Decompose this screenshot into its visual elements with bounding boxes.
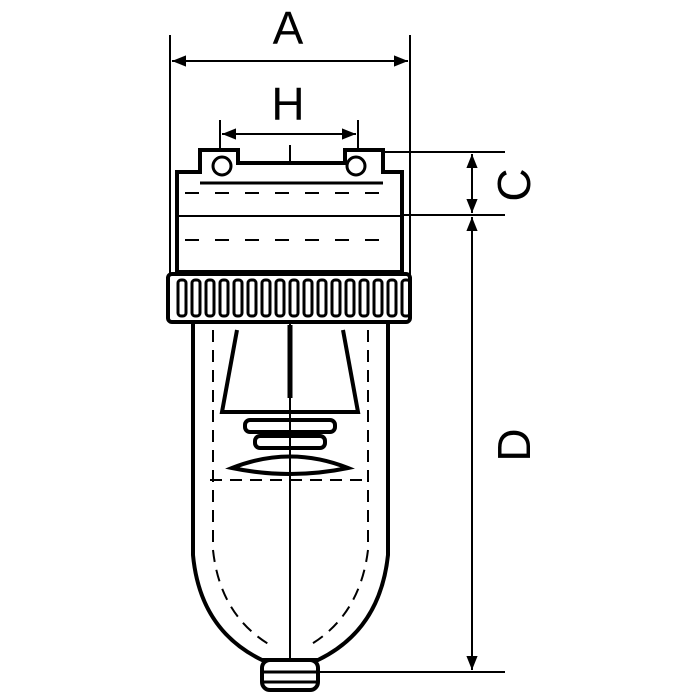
dimension-h-label: H	[271, 78, 304, 130]
knurl-rib	[400, 278, 412, 318]
knurl-rib	[218, 278, 230, 318]
knurl-rib	[246, 278, 258, 318]
dimension-c	[383, 151, 505, 216]
drain-valve	[260, 658, 320, 692]
dimension-d	[320, 217, 505, 673]
knurl-rib	[358, 278, 370, 318]
knurl-rib	[204, 278, 216, 318]
dimension-a-label: A	[273, 2, 304, 54]
knurl-rib	[176, 278, 188, 318]
dimension-a	[169, 35, 411, 275]
knurl-rib	[288, 278, 300, 318]
knurl-rib	[330, 278, 342, 318]
knurl-rib	[274, 278, 286, 318]
knurled-ring	[166, 272, 412, 324]
knurl-rib	[386, 278, 398, 318]
knurl-rib	[232, 278, 244, 318]
head-top	[175, 148, 404, 274]
knurl-rib	[344, 278, 356, 318]
port-left-icon	[211, 155, 233, 177]
knurl-rib	[190, 278, 202, 318]
knurl-rib	[316, 278, 328, 318]
dimension-c-label: C	[488, 168, 540, 201]
knurl-rib	[302, 278, 314, 318]
knurl-rib	[372, 278, 384, 318]
knurl-rib	[260, 278, 272, 318]
dimension-d-label: D	[488, 428, 540, 461]
port-right-icon	[345, 155, 367, 177]
